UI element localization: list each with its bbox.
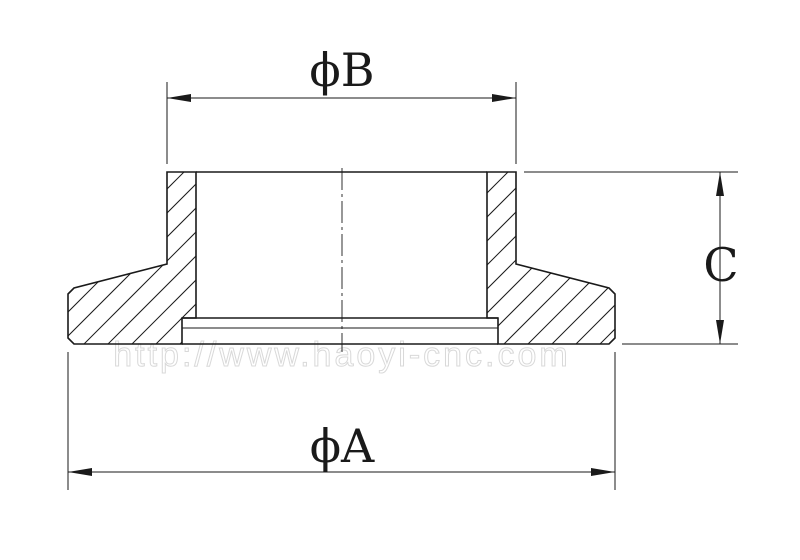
hatch-line xyxy=(762,160,800,350)
hatch-line xyxy=(487,172,521,344)
hatch-line xyxy=(593,172,615,344)
hatch-line xyxy=(487,172,569,344)
watermark-text: http://www.haoyi-cnc.com xyxy=(113,336,570,374)
hatch-line xyxy=(77,172,196,344)
hatch-line xyxy=(149,172,196,344)
hatch-line xyxy=(68,172,196,344)
hatch-line xyxy=(234,160,424,350)
hatch-line xyxy=(270,160,460,350)
hatch-line xyxy=(114,160,304,350)
left-section-hatch xyxy=(0,160,580,350)
hatch-line xyxy=(390,160,580,350)
hatch-line xyxy=(366,160,556,350)
hatch-line xyxy=(487,172,615,344)
hatch-line xyxy=(68,172,196,344)
hatch-line xyxy=(282,160,472,350)
hatch-line xyxy=(0,160,4,350)
hatch-line xyxy=(186,160,376,350)
hatch-line xyxy=(342,160,532,350)
hatch-line xyxy=(258,160,448,350)
dimension-b: ϕB xyxy=(167,43,516,102)
hatch-line xyxy=(246,160,436,350)
hatch-line xyxy=(521,172,615,344)
hatch-line xyxy=(198,160,388,350)
hatch-line xyxy=(222,160,412,350)
hatch-line xyxy=(294,160,484,350)
dimension-a: ϕA xyxy=(68,419,615,476)
hatch-line xyxy=(173,172,196,344)
hatch-line xyxy=(487,172,497,344)
hatch-line xyxy=(68,172,125,344)
hatch-line xyxy=(210,160,400,350)
dimension-c-label: C xyxy=(703,238,738,292)
hatch-line xyxy=(487,172,615,344)
hatch-line xyxy=(569,172,615,344)
dimension-a-label: ϕA xyxy=(310,419,375,473)
hatch-line xyxy=(487,172,615,344)
hatch-line xyxy=(738,160,800,350)
hatch-line xyxy=(68,172,149,344)
hatch-line xyxy=(68,172,173,344)
hatch-line xyxy=(68,172,101,344)
hatch-line xyxy=(487,172,545,344)
hatch-line xyxy=(0,160,52,350)
extension-lines xyxy=(67,82,738,490)
hatch-line xyxy=(0,160,28,350)
hatch-line xyxy=(497,172,615,344)
hatch-line xyxy=(162,160,352,350)
hatch-line xyxy=(318,160,508,350)
hatch-line xyxy=(125,172,196,344)
dimension-c: C xyxy=(703,172,739,344)
hatch-line xyxy=(545,172,615,344)
hatch-line xyxy=(487,172,593,344)
part-outline xyxy=(67,171,616,345)
hatch-line xyxy=(68,172,77,344)
hatch-line xyxy=(786,160,800,350)
hatch-line xyxy=(101,172,196,344)
dimension-b-label: ϕB xyxy=(309,43,374,97)
hatch-line xyxy=(90,160,280,350)
